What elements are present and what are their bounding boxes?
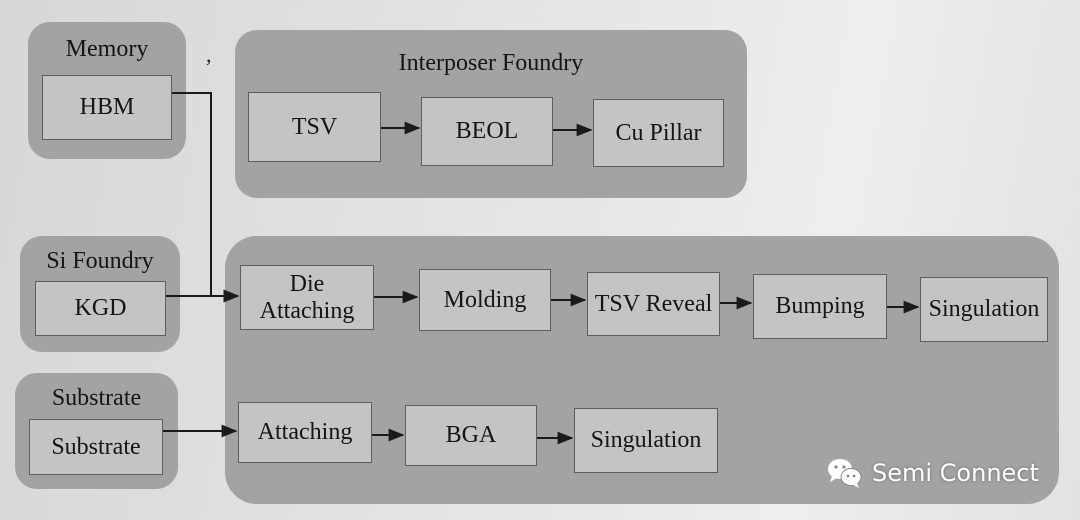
stray-mark: ,	[206, 42, 212, 67]
bga-box: BGA	[405, 405, 537, 466]
attaching-box: Attaching	[238, 402, 372, 463]
kgd-box: KGD	[35, 281, 166, 336]
singulation-box-main: Singulation	[920, 277, 1048, 342]
substrate-title: Substrate	[51, 385, 142, 411]
tsv-reveal-box: TSV Reveal	[587, 272, 720, 336]
tsv-box: TSV	[248, 92, 381, 162]
watermark: Semi Connect	[826, 455, 1039, 491]
wechat-icon	[828, 459, 862, 488]
die-attaching-box: Die Attaching	[240, 265, 374, 330]
hbm-box: HBM	[42, 75, 172, 140]
beol-box: BEOL	[421, 97, 553, 166]
substrate-box: Substrate	[29, 419, 163, 475]
interposer-foundry-title: Interposer Foundry	[398, 50, 584, 76]
bumping-box: Bumping	[753, 274, 887, 339]
hbm-to-die-attach-line	[172, 92, 240, 303]
si-foundry-title: Si Foundry	[46, 248, 154, 274]
cu-pillar-box: Cu Pillar	[593, 99, 724, 167]
watermark-text: Semi Connect	[872, 459, 1039, 487]
molding-box: Molding	[419, 269, 551, 331]
memory-title: Memory	[65, 36, 149, 62]
singulation-box-substrate: Singulation	[574, 408, 718, 473]
